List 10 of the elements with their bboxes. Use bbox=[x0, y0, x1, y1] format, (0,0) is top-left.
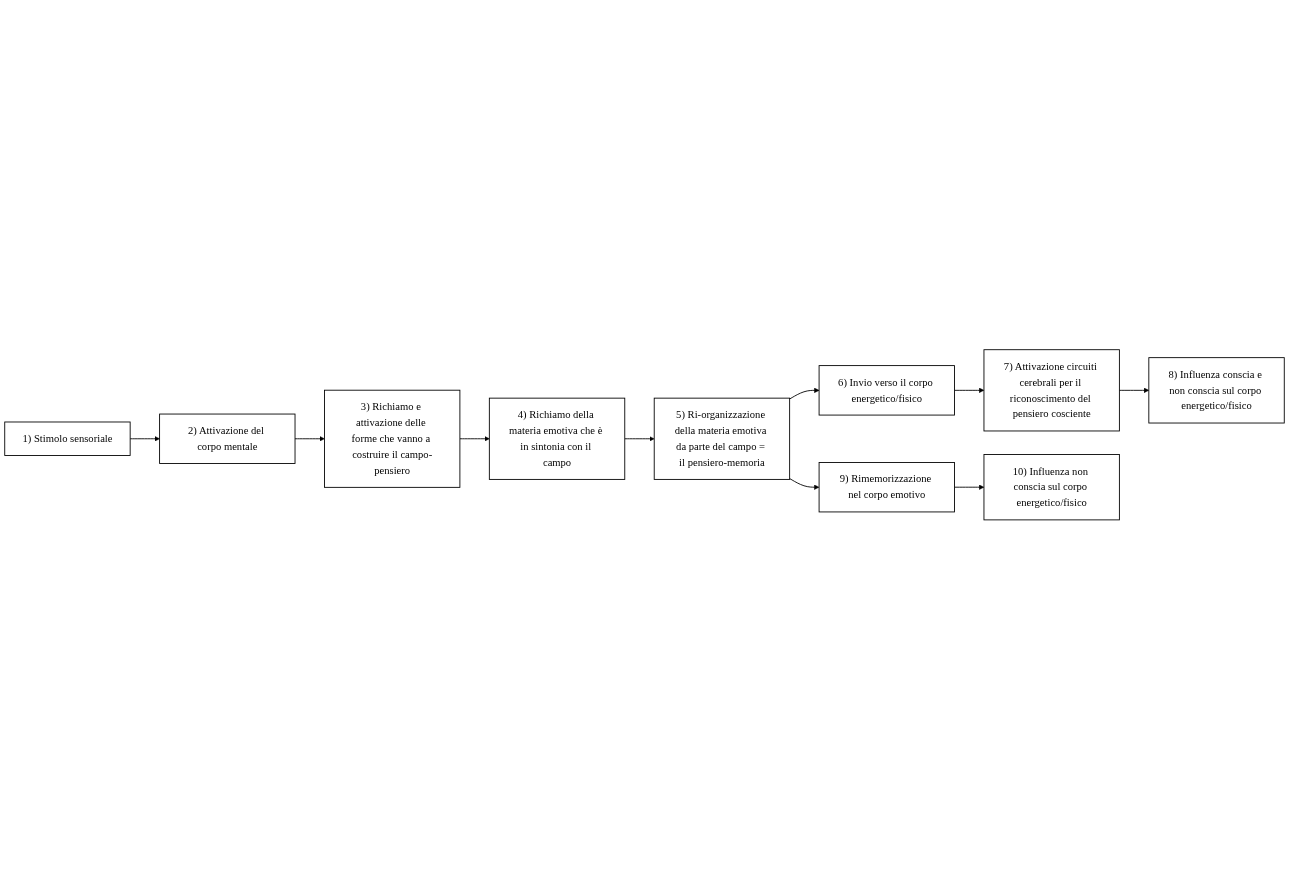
node-box: 9) Rimemorizzazione nel corpo emotivo bbox=[818, 462, 955, 513]
node-box: 2) Attivazione del corpo mentale bbox=[159, 413, 296, 465]
node-box: 6) Invio verso il corpo energetico/fisico bbox=[818, 365, 955, 416]
node-box: 4) Richiamo della materia emotiva che è in sintonia con il campo bbox=[488, 397, 626, 481]
node-box: 8) Influenza conscia e non conscia sul corpo energetico/fisico bbox=[1148, 357, 1285, 424]
node-box: 7) Attivazione circuiti cerebrali per il riconoscimento del pensiero cosciente bbox=[983, 349, 1120, 432]
node-box: 1) Stimolo sensoriale bbox=[4, 421, 131, 457]
node-box: 3) Richiamo e attivazione delle forme che vanno a costruire il campo-pensiero bbox=[324, 389, 461, 488]
node-box: 10) Influenza non conscia sul corpo energetico/fisico bbox=[983, 454, 1120, 521]
node-box: 5) Ri-organizzazione della materia emotiva da parte del campo = il pensiero-memoria bbox=[653, 397, 791, 481]
